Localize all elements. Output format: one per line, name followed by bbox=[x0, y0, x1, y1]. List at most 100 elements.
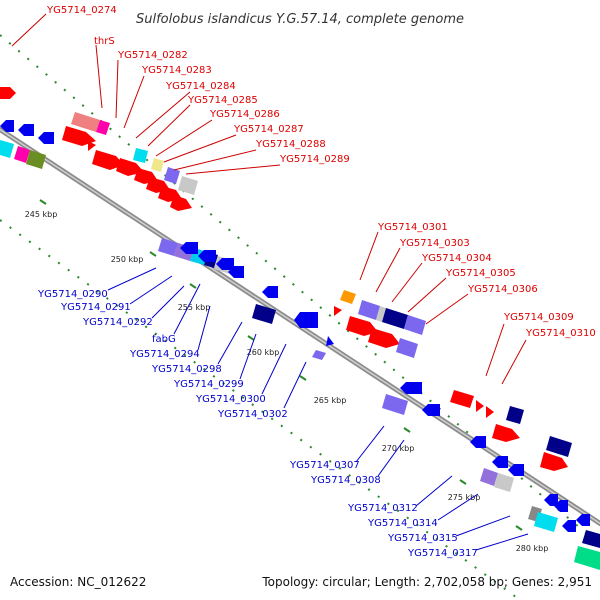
forward-genes bbox=[0, 87, 572, 471]
gene-feature[interactable] bbox=[180, 242, 198, 254]
gene-label[interactable]: YG5714_0294 bbox=[129, 349, 200, 360]
gene-feature[interactable] bbox=[71, 112, 100, 132]
gene-label[interactable]: YG5714_0274 bbox=[46, 5, 117, 16]
gene-label[interactable]: YG5714_0299 bbox=[173, 379, 244, 390]
gene-feature[interactable] bbox=[228, 266, 244, 278]
gene-feature[interactable] bbox=[368, 328, 400, 348]
gene-feature[interactable] bbox=[404, 315, 426, 335]
gene-feature[interactable] bbox=[574, 546, 600, 570]
gene-feature[interactable] bbox=[0, 87, 16, 99]
gene-feature[interactable] bbox=[26, 150, 46, 169]
tick-label: 280 kbp bbox=[516, 544, 549, 553]
tick-label: 260 kbp bbox=[247, 348, 280, 357]
gene-feature[interactable] bbox=[340, 290, 356, 304]
gene-feature[interactable] bbox=[62, 126, 96, 146]
gene-feature[interactable] bbox=[544, 494, 558, 506]
gene-feature[interactable] bbox=[492, 456, 508, 468]
gene-label[interactable]: YG5714_0290 bbox=[37, 289, 108, 300]
gene-feature[interactable] bbox=[312, 350, 326, 360]
gene-feature[interactable] bbox=[178, 176, 198, 195]
gene-feature[interactable] bbox=[554, 500, 568, 512]
gene-label[interactable]: YG5714_0309 bbox=[503, 312, 574, 323]
gene-feature[interactable] bbox=[376, 306, 386, 322]
gene-label[interactable]: YG5714_0312 bbox=[347, 503, 418, 514]
gene-feature[interactable] bbox=[546, 436, 572, 457]
gene-label[interactable]: YG5714_0315 bbox=[387, 533, 458, 544]
gene-label[interactable]: YG5714_0300 bbox=[195, 394, 266, 405]
gene-feature[interactable] bbox=[480, 468, 498, 486]
gene-label[interactable]: fabG bbox=[152, 334, 176, 345]
gene-feature[interactable] bbox=[576, 514, 590, 526]
gene-feature[interactable] bbox=[14, 146, 30, 163]
gene-label[interactable]: YG5714_0317 bbox=[407, 548, 478, 559]
gene-feature[interactable] bbox=[492, 424, 520, 442]
gene-feature[interactable] bbox=[382, 394, 408, 415]
gene-feature[interactable] bbox=[346, 316, 378, 336]
gene-feature[interactable] bbox=[470, 436, 486, 448]
gene-feature[interactable] bbox=[38, 132, 54, 144]
gene-feature[interactable] bbox=[88, 141, 96, 151]
gene-feature[interactable] bbox=[0, 120, 14, 132]
gene-label[interactable]: YG5714_0282 bbox=[117, 50, 188, 61]
gene-feature[interactable] bbox=[358, 300, 380, 320]
gene-feature[interactable] bbox=[96, 120, 110, 135]
gene-feature[interactable] bbox=[508, 464, 524, 476]
gene-label[interactable]: YG5714_0285 bbox=[187, 95, 258, 106]
gene-feature[interactable] bbox=[158, 238, 178, 256]
gene-label[interactable]: YG5714_0283 bbox=[141, 65, 212, 76]
gene-label[interactable]: YG5714_0308 bbox=[310, 475, 381, 486]
gene-feature[interactable] bbox=[18, 124, 34, 136]
gene-feature[interactable] bbox=[450, 390, 474, 408]
tick-label: 255 kbp bbox=[178, 303, 211, 312]
gene-feature[interactable] bbox=[151, 158, 164, 172]
gene-feature[interactable] bbox=[396, 338, 418, 358]
gene-feature[interactable] bbox=[326, 336, 334, 346]
gene-feature[interactable] bbox=[216, 258, 234, 270]
gene-feature[interactable] bbox=[562, 520, 576, 532]
gene-feature[interactable] bbox=[294, 312, 318, 328]
gene-feature[interactable] bbox=[540, 452, 568, 471]
gene-feature[interactable] bbox=[164, 167, 180, 184]
gene-label[interactable]: YG5714_0303 bbox=[399, 238, 470, 249]
gene-feature[interactable] bbox=[382, 308, 408, 329]
gene-label[interactable]: YG5714_0314 bbox=[367, 518, 438, 529]
gene-feature[interactable] bbox=[334, 306, 342, 316]
gene-feature[interactable] bbox=[252, 304, 276, 324]
gene-label[interactable]: YG5714_0307 bbox=[289, 460, 360, 471]
tick-label: 265 kbp bbox=[314, 396, 347, 405]
gene-label[interactable]: YG5714_0286 bbox=[209, 109, 280, 120]
gene-label[interactable]: YG5714_0310 bbox=[525, 328, 596, 339]
gene-feature[interactable] bbox=[0, 140, 14, 158]
gene-feature[interactable] bbox=[198, 250, 216, 262]
gene-feature[interactable] bbox=[170, 195, 192, 211]
tick-label: 275 kbp bbox=[448, 493, 481, 502]
gene-label[interactable]: YG5714_0284 bbox=[165, 81, 236, 92]
gene-label[interactable]: YG5714_0306 bbox=[467, 284, 538, 295]
gene-label[interactable]: YG5714_0291 bbox=[60, 302, 131, 313]
gene-feature[interactable] bbox=[422, 404, 440, 416]
gene-feature[interactable] bbox=[476, 400, 484, 412]
accession-text: Accession: NC_012622 bbox=[10, 575, 146, 589]
gene-label[interactable]: YG5714_0302 bbox=[217, 409, 288, 420]
gene-label[interactable]: YG5714_0287 bbox=[233, 124, 304, 135]
gene-feature[interactable] bbox=[262, 286, 278, 298]
gene-label[interactable]: YG5714_0305 bbox=[445, 268, 516, 279]
gene-label[interactable]: YG5714_0301 bbox=[377, 222, 448, 233]
gene-label[interactable]: YG5714_0304 bbox=[421, 253, 492, 264]
gene-feature[interactable] bbox=[506, 406, 524, 424]
gene-feature[interactable] bbox=[400, 382, 422, 394]
gene-feature[interactable] bbox=[534, 512, 558, 532]
gene-feature[interactable] bbox=[92, 150, 124, 170]
gene-label[interactable]: YG5714_0288 bbox=[255, 139, 326, 150]
gene-label[interactable]: YG5714_0292 bbox=[82, 317, 153, 328]
gene-feature[interactable] bbox=[494, 473, 514, 492]
map-title: Sulfolobus islandicus Y.G.57.14, complet… bbox=[136, 12, 464, 27]
gene-label[interactable]: thrS bbox=[94, 36, 115, 47]
gene-feature[interactable] bbox=[582, 530, 600, 548]
gene-feature[interactable] bbox=[133, 148, 148, 163]
gene-feature[interactable] bbox=[486, 406, 494, 418]
scale-ticks bbox=[39, 199, 523, 531]
gene-label[interactable]: YG5714_0298 bbox=[151, 364, 222, 375]
gene-label[interactable]: YG5714_0289 bbox=[279, 154, 350, 165]
